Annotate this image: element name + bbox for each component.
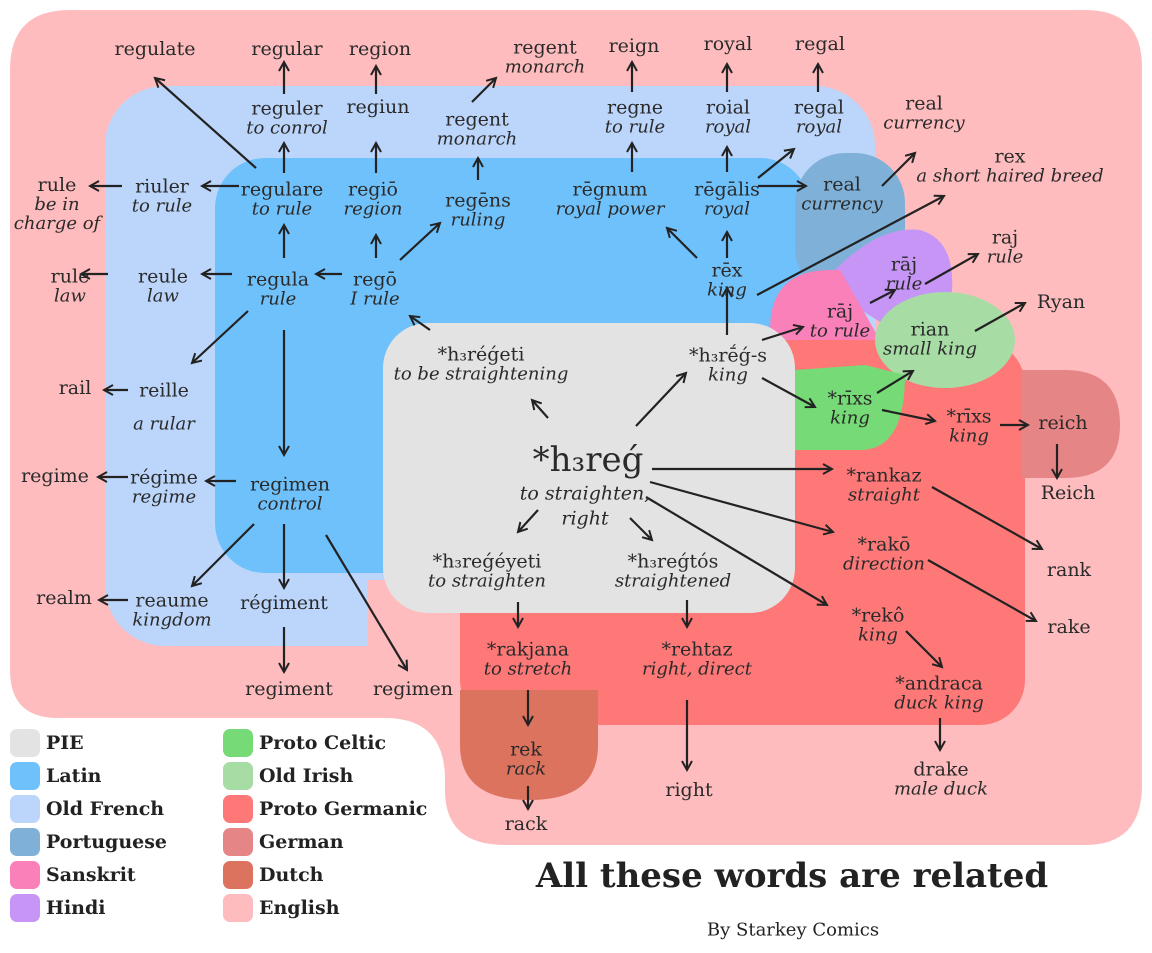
- legend-item-portuguese: Portuguese: [10, 827, 167, 857]
- word-en-royal: royal: [703, 33, 753, 56]
- legend-item-german: German: [223, 827, 344, 857]
- word-of-regiment: régiment: [240, 592, 328, 615]
- legend-item-hindi: Hindi: [10, 893, 106, 923]
- gloss-pie-root: to straighten, right: [519, 482, 651, 529]
- word-en-regimen: regimen: [372, 678, 454, 701]
- region-german: [1022, 370, 1120, 478]
- word-en-reign: reign: [608, 35, 660, 58]
- region-pie: [383, 323, 795, 613]
- swatch-hindi: [10, 894, 40, 922]
- legend-item-proto-celtic: Proto Celtic: [223, 728, 386, 758]
- word-pie-root: *h₃reǵ: [532, 440, 644, 481]
- word-en-rake: rake: [1047, 616, 1091, 639]
- word-en-right: right: [665, 779, 713, 802]
- word-en-rank: rank: [1046, 559, 1092, 582]
- word-en-regal: regal: [795, 33, 845, 56]
- swatch-proto-celtic: [223, 729, 253, 757]
- word-en-rail: rail: [58, 377, 92, 400]
- legend-item-pie: PIE: [10, 728, 84, 758]
- word-de-reich: reich: [1038, 412, 1088, 435]
- swatch-portuguese: [10, 828, 40, 856]
- word-en-realm: realm: [36, 587, 92, 610]
- region-old-irish: [875, 292, 1015, 388]
- word-en-region: region: [348, 38, 412, 61]
- swatch-pie: [10, 729, 40, 757]
- swatch-sanskrit: [10, 861, 40, 889]
- swatch-old-french: [10, 795, 40, 823]
- word-en-regime: regime: [21, 465, 89, 488]
- legend-item-proto-germanic: Proto Germanic: [223, 794, 427, 824]
- swatch-german: [223, 828, 253, 856]
- region-dutch: [460, 690, 598, 800]
- legend-item-old-irish: Old Irish: [223, 761, 353, 791]
- word-of-regiun: regiun: [346, 96, 410, 119]
- swatch-english: [223, 894, 253, 922]
- word-en-regular: regular: [251, 38, 323, 61]
- word-en-regiment: regiment: [245, 678, 333, 701]
- word-en-rack: rack: [504, 813, 548, 836]
- word-en-regulate: regulate: [114, 38, 196, 61]
- word-en-reich: Reich: [1040, 482, 1096, 505]
- diagram-title: All these words are related: [535, 856, 1049, 896]
- legend-item-dutch: Dutch: [223, 860, 323, 890]
- legend-item-english: English: [223, 893, 340, 923]
- word-en-ryan: Ryan: [1036, 291, 1086, 314]
- legend-item-latin: Latin: [10, 761, 101, 791]
- legend-item-sanskrit: Sanskrit: [10, 860, 136, 890]
- swatch-latin: [10, 762, 40, 790]
- swatch-proto-germanic: [223, 795, 253, 823]
- swatch-dutch: [223, 861, 253, 889]
- byline: By Starkey Comics: [706, 919, 880, 941]
- region-proto-celtic: [795, 365, 905, 450]
- swatch-old-irish: [223, 762, 253, 790]
- legend-item-old-french: Old French: [10, 794, 164, 824]
